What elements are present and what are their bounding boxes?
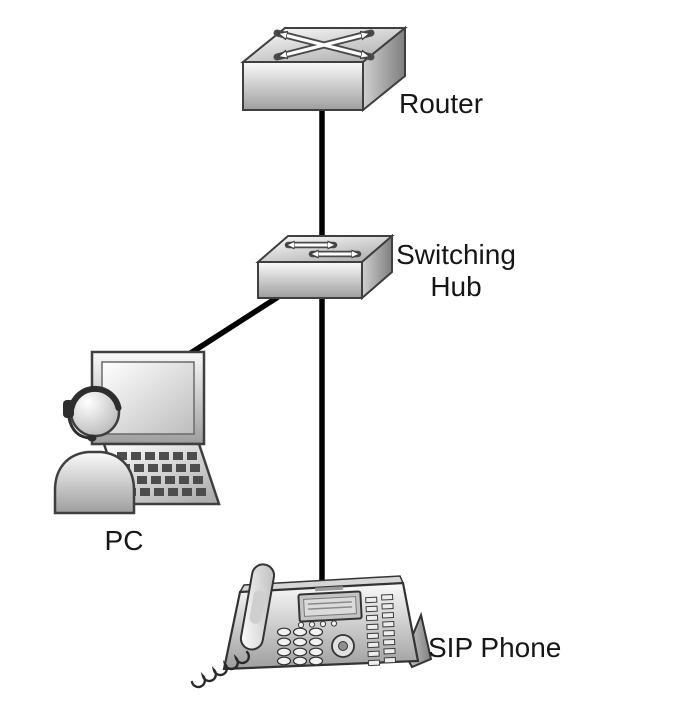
router-icon [240, 25, 408, 113]
edge-hub-to-pc [181, 294, 280, 361]
user-torso [53, 450, 136, 515]
phone-brand-plate [315, 586, 344, 592]
headset-mic-boom-icon [67, 417, 91, 440]
switching-hub-label-line2: Hub [430, 271, 481, 302]
hub-switching-arrows-icon [284, 245, 362, 254]
phone-coiled-cord-icon [190, 650, 250, 689]
router-front-face [242, 61, 364, 111]
desk-phone-icon [190, 563, 433, 689]
hub-front-face [257, 261, 363, 299]
pc-label: PC [105, 525, 144, 556]
headset-band-icon [68, 385, 122, 411]
switching-hub-label-line1: Switching [396, 239, 516, 270]
router-crossed-arrows-icon [273, 29, 375, 61]
connectors [181, 105, 325, 592]
phone-softkeys [297, 620, 338, 629]
phone-handset-icon [239, 563, 276, 651]
user-with-headset-icon [53, 385, 136, 515]
headset-earpiece-icon [63, 400, 74, 418]
headset-mic-icon [87, 434, 97, 442]
phone-display [297, 586, 363, 623]
pc-with-headset-user-icon [53, 350, 221, 515]
phone-navigation-cluster [331, 634, 355, 658]
sip-phone-label: SIP Phone [428, 632, 561, 663]
phone-keypad [276, 627, 324, 666]
labels: Router Switching Hub PC SIP Phone [105, 88, 562, 663]
router-label: Router [399, 88, 483, 119]
switching-hub-icon [255, 233, 395, 301]
phone-line-buttons [365, 593, 397, 667]
